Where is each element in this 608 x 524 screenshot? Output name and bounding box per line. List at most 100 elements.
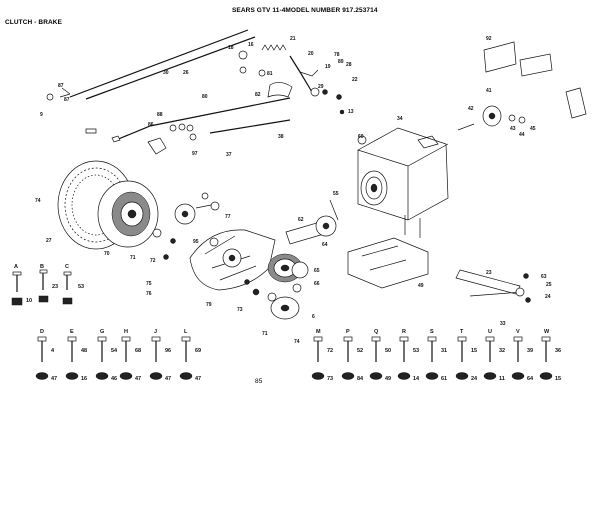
callout-24: 24 — [545, 294, 551, 300]
callout-42: 42 — [468, 106, 474, 112]
callout-87a: 87 — [58, 83, 64, 89]
callout-37: 37 — [226, 152, 232, 158]
fastener-part-number: 96 — [165, 348, 171, 354]
callout-71b: 71 — [262, 331, 268, 337]
fastener-bolt-head — [371, 336, 381, 342]
section-title: CLUTCH - BRAKE — [5, 19, 63, 26]
fastener-row-2 — [35, 336, 553, 380]
brake-drum-parts — [174, 192, 220, 225]
callout-88: 88 — [157, 112, 163, 118]
fastener-bolt-head — [513, 336, 523, 342]
fastener-bolt-head — [399, 336, 409, 342]
fastener-nut — [341, 372, 355, 380]
callout-6: 6 — [312, 314, 315, 320]
callout-82: 82 — [255, 92, 261, 98]
callout-64: 64 — [322, 242, 328, 248]
washer-part-number: 61 — [441, 376, 447, 382]
callout-76: 76 — [146, 291, 152, 297]
fastener-part-number: 52 — [357, 348, 363, 354]
fastener-bolt-head — [151, 336, 161, 342]
fastener-part-number: 48 — [81, 348, 87, 354]
callout-21: 21 — [290, 36, 296, 42]
callout-38: 38 — [278, 134, 284, 140]
page-number: 85 — [255, 378, 263, 385]
fastener-letter-b: B — [40, 264, 44, 270]
fastener-part-number: 53 — [413, 348, 419, 354]
fastener-bolt-head — [181, 336, 191, 342]
callout-79: 79 — [206, 302, 212, 308]
clutch-rod-group — [46, 29, 256, 101]
callout-75: 75 — [146, 281, 152, 287]
fastener-letter: P — [346, 329, 350, 335]
fastener-letter: S — [430, 329, 434, 335]
pedal-lever-assembly — [238, 50, 345, 115]
callout-29: 29 — [318, 84, 324, 90]
fastener-letter: E — [70, 329, 74, 335]
washer-part-number: 73 — [327, 376, 333, 382]
fastener-bolt-head — [485, 336, 495, 342]
pivot-bracket — [147, 123, 197, 155]
brake-rod-group — [115, 97, 291, 141]
fastener-bolt-head — [313, 336, 323, 342]
callout-80: 80 — [202, 94, 208, 100]
callout-13: 13 — [348, 109, 354, 115]
fastener-letter: U — [488, 329, 492, 335]
callout-30: 30 — [163, 70, 169, 76]
fastener-nut — [511, 372, 525, 380]
fastener-letter: W — [544, 329, 550, 335]
callout-55: 55 — [333, 191, 339, 197]
brake-lever-right — [455, 269, 531, 303]
callout-49: 49 — [418, 283, 424, 289]
washer-part-number: 64 — [527, 376, 534, 382]
fastener-letter-a: A — [14, 264, 18, 270]
fastener-letter: D — [40, 329, 44, 335]
callout-19: 19 — [325, 64, 331, 70]
callout-89: 89 — [338, 59, 344, 65]
fastener-letter: L — [184, 329, 188, 335]
callout-65: 65 — [314, 268, 320, 274]
washer-part-number: 14 — [413, 376, 420, 382]
callout-95: 95 — [193, 239, 199, 245]
fastener-nut — [483, 372, 497, 380]
callout-41: 41 — [486, 88, 492, 94]
callout-97: 97 — [192, 151, 198, 157]
fastener-row-1-labels: A 10 B 23 C 53 — [14, 264, 84, 304]
washer-part-number: 46 — [111, 376, 117, 382]
callout-44: 44 — [519, 132, 525, 138]
callout-23: 23 — [486, 270, 492, 276]
fastener-part-number: 36 — [555, 348, 561, 354]
fastener-nut — [369, 372, 383, 380]
callout-26: 26 — [183, 70, 189, 76]
fastener-bolt-head — [97, 336, 107, 342]
washer-part-number: 24 — [471, 376, 478, 382]
engine-mount-plate — [347, 215, 429, 289]
callout-33: 33 — [500, 321, 506, 327]
washer-part-number: 47 — [135, 376, 141, 382]
fastener-num-c: 53 — [78, 284, 84, 290]
fastener-bolt-head — [427, 336, 437, 342]
fastener-part-number: 32 — [499, 348, 505, 354]
callout-labels: 21 18 16 92 30 26 20 19 78 89 87 87 9 80… — [35, 36, 552, 345]
fastener-nut — [95, 372, 109, 380]
washer-part-number: 49 — [385, 376, 391, 382]
fastener-part-number: 69 — [195, 348, 201, 354]
fastener-letter: H — [124, 329, 128, 335]
callout-22: 22 — [352, 77, 358, 83]
fastener-part-number: 15 — [471, 348, 477, 354]
fastener-part-number: 54 — [111, 348, 118, 354]
fastener-bolt-head — [121, 336, 131, 342]
model-title: SEARS GTV 11-4MODEL NUMBER 917.253714 — [232, 7, 378, 14]
washer-part-number: 47 — [51, 376, 57, 382]
fastener-letter: T — [460, 329, 464, 335]
fastener-part-number: 50 — [385, 348, 391, 354]
callout-28: 28 — [346, 62, 352, 68]
callout-34: 34 — [397, 116, 403, 122]
fastener-part-number: 68 — [135, 348, 141, 354]
callout-18: 18 — [228, 45, 234, 51]
washer-part-number: 47 — [165, 376, 171, 382]
fastener-num-b: 23 — [52, 284, 58, 290]
fastener-row-2-labels: D447E4816G5446H6847J9647L6947M7273P5284Q… — [40, 329, 561, 382]
fastener-num-a: 10 — [26, 298, 32, 304]
fastener-part-number: 39 — [527, 348, 533, 354]
